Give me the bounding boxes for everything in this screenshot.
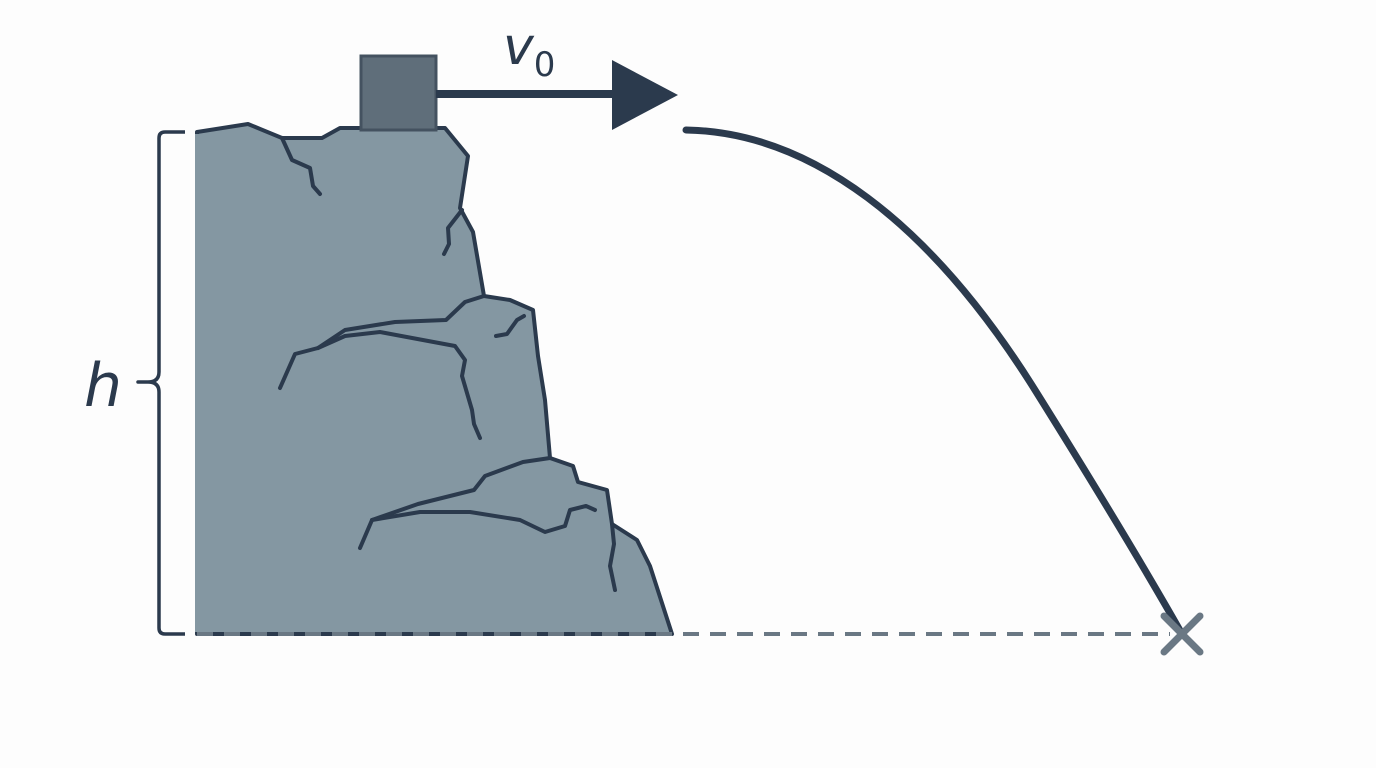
velocity-arrow [436, 60, 678, 130]
crack-upper-right [442, 208, 464, 256]
crack-ledge-1c [494, 314, 526, 338]
crack-top [280, 136, 322, 196]
crack-ledge-1b [316, 330, 482, 440]
cliff [195, 122, 674, 636]
cliff-body [195, 122, 674, 636]
velocity-label: v0 [503, 17, 555, 85]
velocity-subscript: 0 [534, 45, 556, 85]
trajectory-curve [682, 126, 1186, 638]
crack-ledge-1 [278, 294, 486, 390]
crack-ledge-2b [370, 504, 597, 534]
velocity-symbol: v [503, 17, 535, 77]
block [359, 54, 438, 132]
landing-x-mark-icon [1160, 612, 1204, 656]
velocity-arrow-head-icon [612, 60, 678, 130]
height-bracket [136, 130, 185, 636]
height-label: h [84, 351, 122, 421]
cliff-cracks [278, 136, 617, 592]
crack-ledge-2c [608, 522, 617, 592]
